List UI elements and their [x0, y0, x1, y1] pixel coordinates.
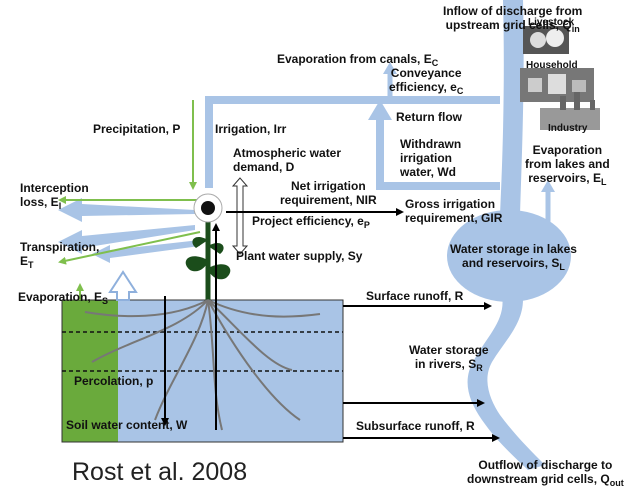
outflow-label: Outflow of discharge to downstream grid … [467, 458, 624, 490]
storage-lakes-line2: and reservoirs, S [462, 256, 560, 270]
industry-label: Industry [548, 123, 588, 134]
subsurface-runoff-label: Subsurface runoff, R [356, 419, 475, 433]
transpiration-arrow-1 [58, 225, 195, 254]
transpiration-line1: Transpiration, [20, 240, 100, 254]
evap-lakes-label: Evaporation from lakes and reservoirs, E… [525, 143, 610, 189]
net-irr-label: Net irrigation requirement, NIR [280, 179, 377, 207]
soil-evaporation-arrow [108, 270, 138, 301]
net-irr-line1: Net irrigation [291, 179, 366, 193]
transpiration-label: Transpiration, ET [20, 240, 99, 272]
outflow-line1: Outflow of discharge to [478, 458, 613, 472]
soil-evap-text: Evaporation, E [18, 290, 103, 304]
project-eff-subscript: P [363, 220, 370, 230]
conveyance-line2: efficiency, e [389, 80, 457, 94]
evap-canals-text: Evaporation from canals, E [277, 52, 432, 66]
inflow-label: Inflow of discharge from upstream grid c… [443, 4, 582, 36]
atm-line2: demand, D [233, 160, 295, 174]
inflow-line1: Inflow of discharge from [443, 4, 583, 18]
flower-head [193, 193, 223, 223]
irrigation-label: Irrigation, Irr [215, 122, 287, 136]
transpiration-subscript: T [28, 260, 34, 270]
surface-runoff-label: Surface runoff, R [366, 289, 464, 303]
transpiration-line2: E [20, 254, 29, 268]
gross-irr-line2: requirement, GIR [405, 211, 503, 225]
atm-line1: Atmospheric water [233, 146, 342, 160]
storage-lakes-subscript: L [559, 262, 565, 272]
livestock-image [523, 26, 569, 54]
gross-irr-label: Gross irrigation requirement, GIR [405, 197, 502, 225]
plant-supply-label: Plant water supply, Sy [236, 249, 363, 263]
evap-lakes-line2: from lakes and [525, 157, 610, 171]
citation: Rost et al. 2008 [72, 458, 248, 486]
evap-canals-subscript: C [431, 58, 439, 68]
conveyance-label: Conveyance efficiency, eC [389, 66, 463, 98]
storage-rivers-line1: Water storage [409, 343, 489, 357]
percolation-label: Percolation, p [74, 374, 154, 388]
withdrawn-line1: Withdrawn [400, 137, 462, 151]
project-eff-label: Project efficiency, eP [252, 214, 370, 232]
interception-arrow [58, 198, 195, 222]
withdrawn-label: Withdrawn irrigation water, Wd [400, 137, 461, 179]
lake-reservoir [447, 210, 571, 302]
interception-label: Interception loss, EI [20, 181, 89, 213]
atm-demand-label: Atmospheric water demand, D [233, 146, 341, 174]
evap-canals-label: Evaporation from canals, EC [277, 52, 438, 70]
storage-rivers-label: Water storage in rivers, SR [409, 343, 489, 375]
evap-lakes-line1: Evaporation [532, 143, 603, 157]
interception-subscript: I [58, 201, 62, 211]
conveyance-subscript: C [456, 86, 464, 96]
inflow-subscript: in [571, 24, 580, 34]
outflow-subscript: out [609, 478, 624, 488]
project-eff-text: Project efficiency, e [252, 214, 364, 228]
storage-rivers-line2: in rivers, S [414, 357, 477, 371]
household-image [520, 68, 594, 102]
soil-evaporation-label: Evaporation, ES [18, 290, 108, 308]
livestock-label: Livestock [528, 17, 575, 28]
inflow-line2: upstream grid cells, Q [445, 18, 572, 32]
return-flow-loop [376, 118, 500, 190]
plant-roots [84, 299, 321, 431]
withdrawn-line3: water, Wd [400, 165, 457, 179]
evap-lakes-subscript: L [600, 177, 607, 187]
soil-evap-subscript: S [102, 296, 109, 306]
gross-irr-line1: Gross irrigation [405, 197, 496, 211]
transpiration-arrow-2 [92, 240, 200, 263]
withdrawn-line2: irrigation [400, 151, 453, 165]
net-irr-line2: requirement, NIR [280, 193, 377, 207]
household-label: Household [526, 60, 578, 71]
industry-image [540, 92, 600, 130]
soil-water-label: Soil water content, W [66, 418, 188, 432]
outflow-line2: downstream grid cells, Q [467, 472, 610, 486]
evap-lakes-line3: reservoirs, E [528, 171, 601, 185]
interception-line1: Interception [20, 181, 89, 195]
conveyance-line1: Conveyance [390, 66, 462, 80]
storage-lakes-line1: Water storage in lakes [450, 242, 577, 256]
storage-rivers-subscript: R [476, 363, 483, 373]
atm-demand-arrow [231, 177, 249, 255]
precipitation-label: Precipitation, P [93, 122, 181, 136]
return-flow-label: Return flow [396, 110, 462, 124]
interception-line2: loss, E [20, 195, 59, 209]
storage-lakes-label: Water storage in lakes and reservoirs, S… [450, 242, 577, 274]
